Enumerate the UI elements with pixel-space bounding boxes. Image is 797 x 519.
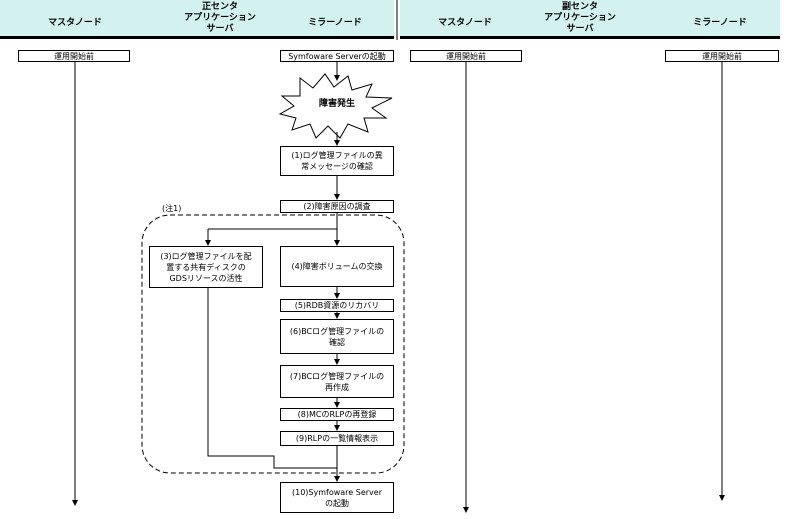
box-step2: (2)障害原因の調査 [280, 200, 394, 213]
header-master-node-left: マスタノード [48, 18, 102, 28]
box-step5: (5)RDB資源のリカバリ [280, 299, 394, 312]
box-step4: (4)障害ボリュームの交換 [280, 246, 394, 287]
header-master-node-right: マスタノード [438, 18, 492, 28]
header-band-secondary [400, 0, 780, 36]
header-primary-center: 正センタ アプリケーション サーバ [184, 2, 256, 34]
header-secondary-center: 副センタ アプリケーション サーバ [544, 2, 616, 34]
box-step3: (3)ログ管理ファイルを配 置する共有ディスクの GDSリソースの活性 [149, 246, 263, 288]
header-rule-right [400, 36, 780, 39]
box-before-start-master-right: 運用開始前 [410, 50, 522, 62]
fault-burst-shape [278, 73, 393, 139]
box-step8: (8)MCのRLPの再登録 [280, 408, 394, 421]
header-band-primary [0, 0, 394, 36]
box-step1: (1)ログ管理ファイルの異 常メッセージの確認 [280, 146, 394, 176]
box-symfoware-start: Symfoware Serverの起動 [280, 50, 394, 62]
box-step7: (7)BCログ管理ファイルの 再作成 [280, 365, 394, 398]
header-mirror-node-left: ミラーノード [308, 18, 362, 28]
note1-label: (注1) [162, 204, 182, 213]
box-before-start-master-left: 運用開始前 [18, 50, 130, 62]
box-step6: (6)BCログ管理ファイルの 確認 [280, 319, 394, 354]
box-step10: (10)Symfoware Server の起動 [280, 482, 394, 513]
fault-label: 障害発生 [318, 99, 355, 109]
header-mirror-node-right: ミラーノード [693, 18, 747, 28]
box-step9: (9)RLPの一覧情報表示 [280, 431, 394, 446]
header-rule-left [0, 36, 394, 39]
box-before-start-mirror-right: 運用開始前 [665, 50, 779, 62]
